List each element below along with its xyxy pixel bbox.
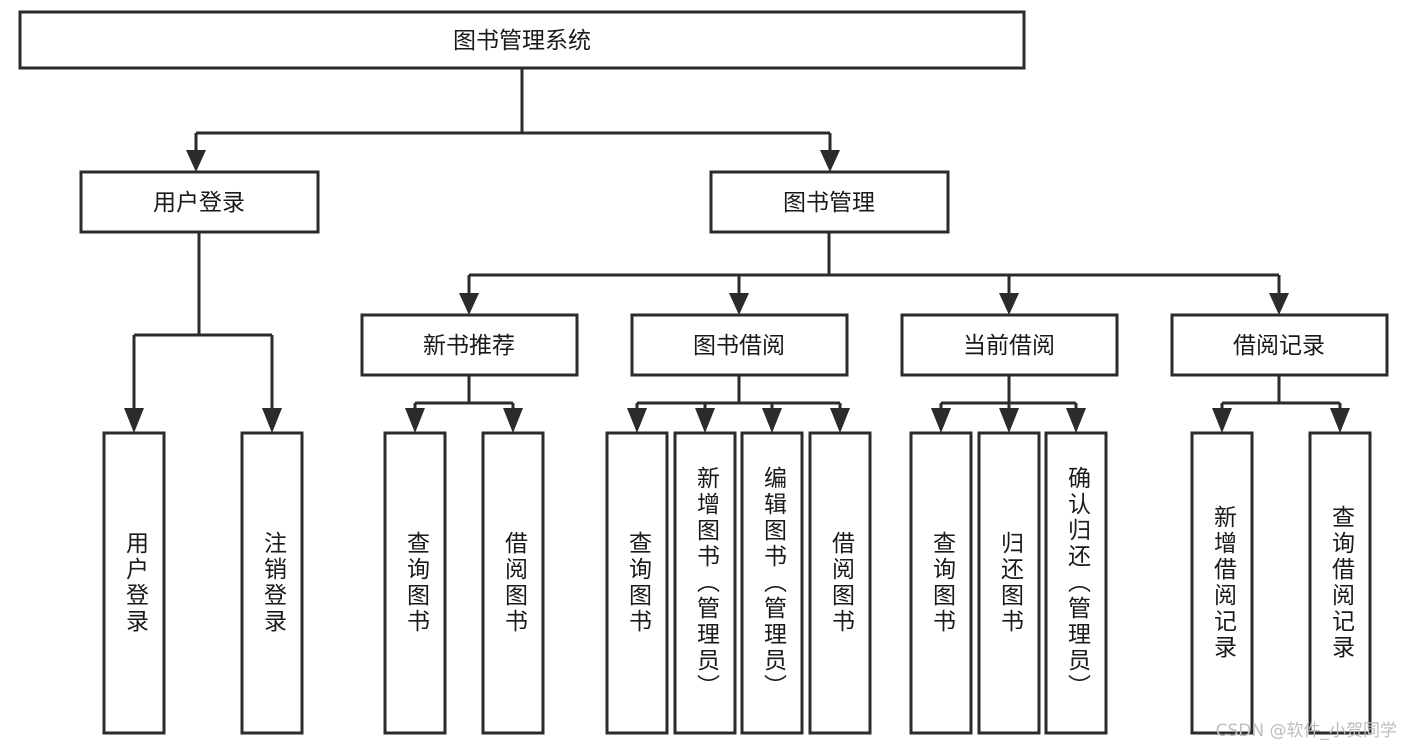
node-label-root: 图书管理系统	[453, 28, 591, 54]
arrow-head-level3-1	[459, 293, 479, 315]
node-box-book-borrow[interactable]	[630, 313, 849, 377]
arrow-head-borrow-leaf-1	[627, 408, 647, 433]
node-label-book-borrow: 图书借阅	[693, 333, 785, 359]
arrow-head-borrow-leaf-2	[695, 408, 715, 433]
arrow-head-current-leaf-2	[999, 408, 1019, 433]
arrow-head-record-leaf-1	[1212, 408, 1232, 433]
arrow-head-current-leaf-3	[1066, 408, 1086, 433]
arrow-head-level3-3	[999, 293, 1019, 315]
node-label-user-login: 用户登录	[153, 190, 245, 216]
arrow-head-borrow-leaf-3	[762, 408, 782, 433]
leaf-box-user-login-2[interactable]	[240, 431, 304, 735]
arrow-head-current-leaf-1	[931, 408, 951, 433]
arrow-head-level3-4	[1269, 293, 1289, 315]
leaf-box-book-borrow-1[interactable]	[605, 431, 669, 735]
node-label-new-book-recommend: 新书推荐	[423, 333, 515, 359]
arrow-head-record-leaf-2	[1330, 408, 1350, 433]
arrow-head-newbook-leaf-2	[503, 408, 523, 433]
node-label-borrow-record: 借阅记录	[1233, 333, 1325, 359]
node-box-current-borrow[interactable]	[900, 313, 1119, 377]
leaf-box-new-book-1[interactable]	[383, 431, 447, 735]
arrow-head-bookmgmt	[820, 150, 840, 172]
node-box-borrow-record[interactable]	[1170, 313, 1389, 377]
connector-layer	[124, 68, 1350, 433]
arrow-head-userlogin	[186, 150, 206, 172]
node-label-book-management: 图书管理	[783, 190, 875, 216]
leaf-box-borrow-record-2[interactable]	[1308, 431, 1372, 735]
leaf-box-book-borrow-2[interactable]	[673, 431, 737, 735]
leaf-box-current-borrow-2[interactable]	[977, 431, 1041, 735]
arrow-head-newbook-leaf-1	[405, 408, 425, 433]
leaf-box-borrow-record-1[interactable]	[1190, 431, 1254, 735]
leaf-box-book-borrow-3[interactable]	[740, 431, 804, 735]
node-box-user-login[interactable]	[79, 170, 320, 234]
leaf-box-current-borrow-3[interactable]	[1044, 431, 1108, 735]
leaf-box-book-borrow-4[interactable]	[808, 431, 872, 735]
leaf-box-new-book-2[interactable]	[481, 431, 545, 735]
arrow-head-borrow-leaf-4	[830, 408, 850, 433]
arrow-head-level3-2	[729, 293, 749, 315]
leaf-box-current-borrow-1[interactable]	[909, 431, 973, 735]
node-box-book-management[interactable]	[709, 170, 950, 234]
node-label-current-borrow: 当前借阅	[963, 333, 1055, 359]
node-box-root[interactable]	[18, 10, 1026, 70]
node-box-new-book-recommend[interactable]	[360, 313, 579, 377]
watermark-text: CSDN @软件_小贺同学	[1215, 721, 1397, 741]
arrow-head-userlogin-child-2	[262, 408, 282, 433]
node-layer: 图书管理系统 用户登录 图书管理 新书推荐 图书借阅 当前借阅 借阅记录	[18, 10, 1389, 735]
arrow-head-userlogin-child-1	[124, 408, 144, 433]
leaf-box-user-login-1[interactable]	[102, 431, 166, 735]
